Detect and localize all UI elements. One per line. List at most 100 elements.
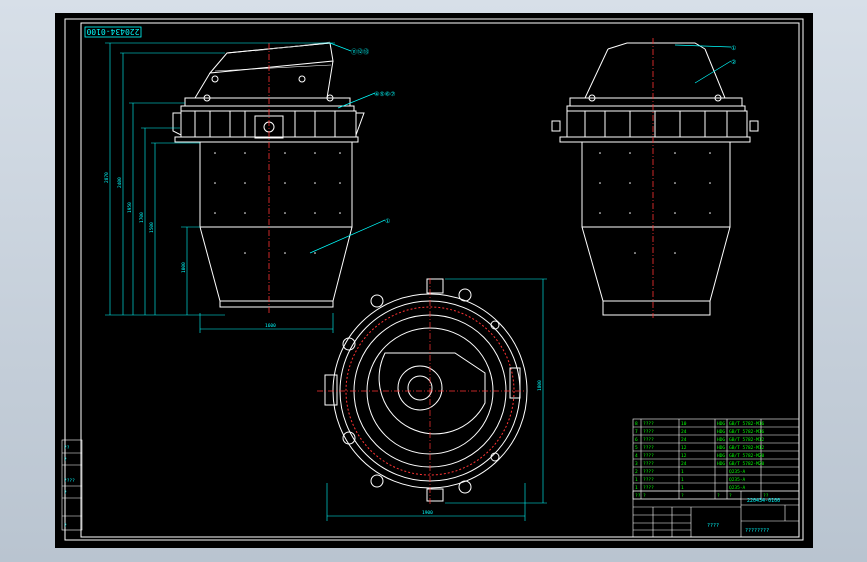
plan-view (317, 278, 528, 505)
drawing-number-rotated: 220434-0100 (86, 27, 139, 36)
left-dimension-lines (105, 42, 335, 333)
bom-cell-std: GB/T 5782-M16 (729, 421, 765, 427)
title-drawing-number: 220434-0100 (747, 498, 780, 504)
dim-2870: 2870 (104, 172, 110, 183)
svg-text:?: ? (64, 523, 67, 529)
bom-header-cell: ? (643, 493, 646, 499)
bom-cell-qty: 24 (681, 461, 687, 467)
bom-cell-name: ???? (643, 429, 654, 435)
bom-cell-mat: HDG (717, 421, 725, 427)
svg-text:?: ? (64, 490, 67, 496)
bom-cell-no: 3 (635, 461, 638, 467)
left-leaders (309, 42, 386, 254)
bom-cell-qty: 1 (681, 485, 684, 491)
bom-cell-name: ???? (643, 437, 654, 443)
svg-text:????: ???? (64, 478, 75, 484)
bom-cell-std: GB/T 5782-M16 (729, 429, 765, 435)
bom-cell-qty: 10 (681, 421, 687, 427)
cad-drawing: 220434-0100 (61, 18, 804, 541)
bom-row: 5???? 12 HDG GB/T 5782-M12 (635, 445, 765, 451)
right-elevation-view (551, 42, 759, 316)
dim-1500: 1500 (149, 222, 155, 233)
bom-cell-no: 1 (635, 477, 638, 483)
svg-text:?: ? (64, 457, 67, 463)
bom-cell-qty: 1 (681, 477, 684, 483)
bom-row: 6???? 24 HDG GB/T 5782-M12 (635, 437, 765, 443)
bubble-1-left: ① (385, 218, 390, 225)
bom-cell-std: Q235-A (729, 469, 746, 475)
bom-header-cell: ? (729, 493, 732, 499)
bom-cell-qty: 24 (681, 437, 687, 443)
bom-cell-mat: HDG (717, 437, 725, 443)
bom-cell-std: Q235-A (729, 477, 746, 483)
bom-cell-mat: HDG (717, 429, 725, 435)
left-dimension-text: 2870 2400 1950 1700 1500 1000 1600 (104, 172, 276, 329)
bom-header-cell: ?? (635, 493, 641, 499)
bom-cell-std: GB/T 5782-M12 (729, 445, 765, 451)
left-elevation-view (172, 41, 365, 308)
plan-dimension-lines (326, 278, 547, 521)
bubble-2-right: ② (731, 59, 736, 66)
left-stamp-text: ?? ? ???? ? ? (64, 445, 75, 529)
bom-cell-std: GB/T 5782-M12 (729, 437, 765, 443)
inner-border (80, 22, 800, 538)
bom-cell-qty: 24 (681, 429, 687, 435)
bom-cell-qty: 12 (681, 445, 687, 451)
dim-1700: 1700 (139, 212, 145, 223)
title-drawing-name: ???? (707, 523, 719, 529)
bom-cell-name: ???? (643, 469, 654, 475)
left-stamp-table (61, 439, 83, 531)
bom-cell-std: GB/T 5782-M20 (729, 453, 765, 459)
bom-cell-no: 1 (635, 485, 638, 491)
bubble-1-right: ① (731, 45, 736, 52)
bom-cell-no: 6 (635, 437, 638, 443)
bom-cell-name: ???? (643, 477, 654, 483)
bom-row: 8???? 10 HDG GB/T 5782-M16 (635, 421, 765, 427)
bom-cell-name: ???? (643, 485, 654, 491)
bom-cell-name: ???? (643, 461, 654, 467)
bubble-4-5-6-7: ④⑤⑥⑦ (374, 91, 396, 98)
bom-cell-qty: 1 (681, 469, 684, 475)
bom-cell-mat: HDG (717, 445, 725, 451)
dim-plan-1900: 1900 (422, 510, 433, 516)
bom-cell-no: 4 (635, 453, 638, 459)
bom-row: 7???? 24 HDG GB/T 5782-M16 (635, 429, 765, 435)
bom-cell-name: ???? (643, 453, 654, 459)
title-block (632, 490, 800, 538)
dim-2400: 2400 (117, 177, 123, 188)
bom-header-cell: ?? (763, 493, 769, 499)
rotated-drawing-number: 220434-0100 (84, 26, 142, 38)
bom-header-cell: ? (717, 493, 720, 499)
bom-table (632, 418, 800, 500)
bom-cell-no: 7 (635, 429, 638, 435)
bom-cell-qty: 12 (681, 453, 687, 459)
left-bolt-dots (214, 152, 341, 254)
bom-row: 4???? 12 HDG GB/T 5782-M20 (635, 453, 765, 459)
bubble-11-12-13: ⑪⑫⑬ (351, 48, 369, 56)
dim-1000: 1000 (181, 262, 187, 273)
bom-row: 3???? 24 HDG GB/T 5782-M20 (635, 461, 765, 467)
drawing-sheet: 220434-0100 (55, 13, 813, 548)
title-company: ???????? (745, 528, 769, 534)
bom-row: 1???? 1 Q235-A (635, 477, 746, 483)
bom-row: 2???? 1 Q235-A (635, 469, 746, 475)
bom-cell-no: 5 (635, 445, 638, 451)
dim-1950: 1950 (127, 202, 133, 213)
bom-cell-name: ???? (643, 421, 654, 427)
right-leaders (674, 44, 732, 84)
outer-border (64, 18, 804, 541)
svg-text:??: ?? (64, 445, 70, 451)
bom-cell-mat: HDG (717, 461, 725, 467)
bom-cell-name: ???? (643, 445, 654, 451)
bom-header-cell: ? (681, 493, 684, 499)
dim-1600: 1600 (265, 323, 276, 329)
bom-cell-mat: HDG (717, 453, 725, 459)
right-bolt-dots (599, 152, 711, 254)
bom-cell-no: 2 (635, 469, 638, 475)
bom-cell-no: 8 (635, 421, 638, 427)
dim-plan-1800: 1800 (537, 380, 543, 391)
bom-cell-std: GB/T 5782-M20 (729, 461, 765, 467)
